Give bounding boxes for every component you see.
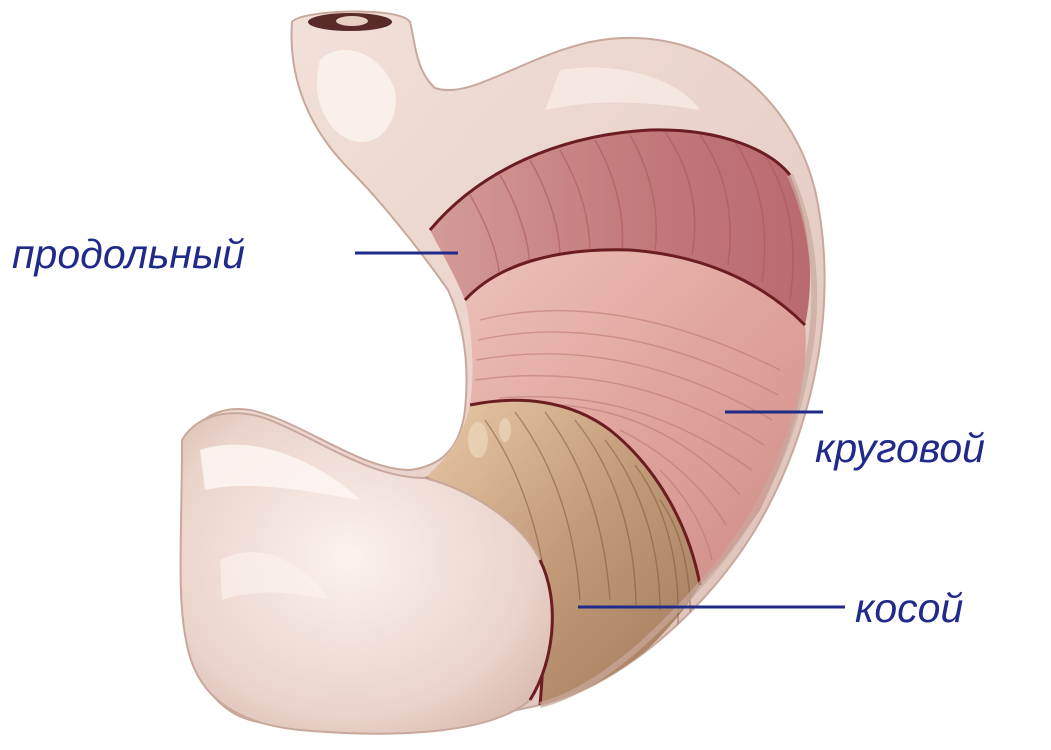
label-circular: круговой bbox=[815, 425, 985, 471]
label-longitudinal: продольный bbox=[12, 231, 245, 277]
label-oblique: косой bbox=[855, 585, 963, 631]
